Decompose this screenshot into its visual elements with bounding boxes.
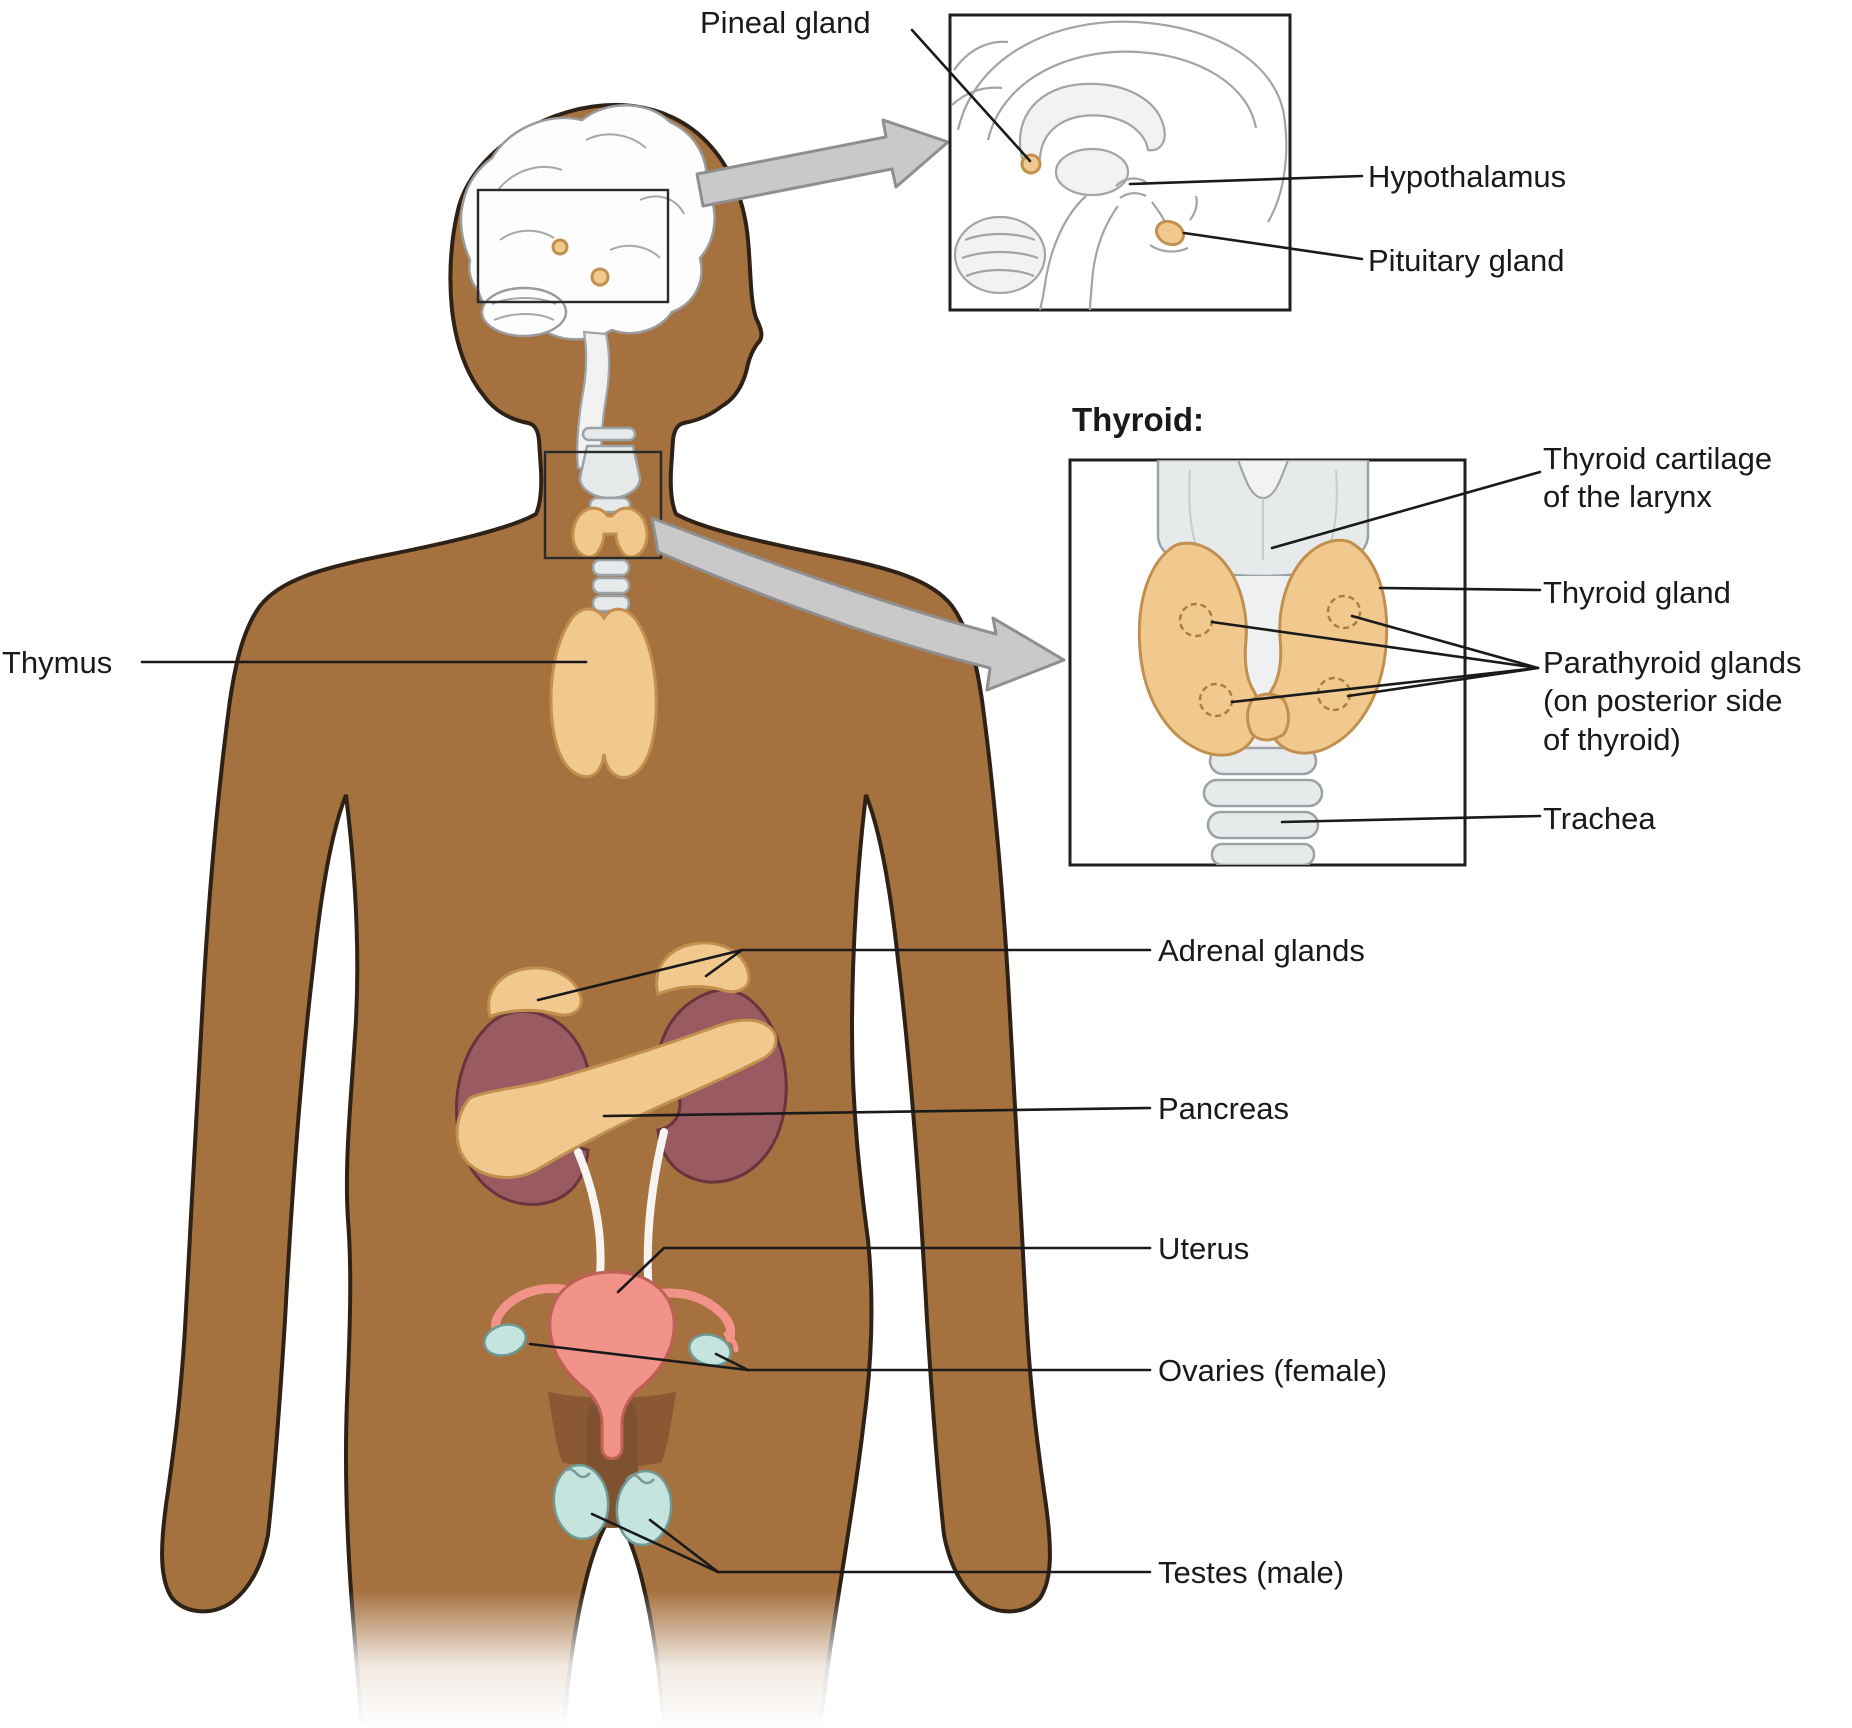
pituitary-gland-inset — [1154, 219, 1186, 247]
label-uterus: Uterus — [1158, 1231, 1250, 1266]
label-parathyroid-glands: Parathyroid glands (on posterior side of… — [1543, 645, 1802, 757]
thalamus — [1054, 147, 1130, 197]
label-thymus: Thymus — [2, 645, 113, 680]
parathyroid-lower-left — [1198, 682, 1234, 718]
label-thyroid-gland: Thyroid gland — [1543, 575, 1731, 610]
thyroid-inset — [1068, 458, 1467, 867]
thyroid-gland-small — [571, 506, 649, 559]
hyoid-bone — [581, 426, 637, 442]
brain-illustration — [459, 104, 716, 470]
label-pituitary-gland: Pituitary gland — [1368, 243, 1565, 278]
leader-pineal — [910, 28, 1032, 163]
pineal-gland-inset — [1020, 153, 1042, 175]
larynx-cartilage — [578, 444, 642, 500]
leader-adrenal-branch — [704, 948, 744, 978]
leader-trachea — [1280, 814, 1542, 824]
leader-ovaries-branch — [714, 1352, 750, 1372]
label-adrenal-glands: Adrenal glands — [1158, 933, 1365, 968]
leader-hypothalamus — [1128, 174, 1364, 186]
label-trachea: Trachea — [1543, 801, 1656, 836]
thymus-gland — [549, 607, 658, 780]
pituitary-gland-dot — [590, 267, 610, 287]
left-testis — [552, 1463, 610, 1541]
bottom-fade — [300, 1590, 880, 1728]
label-ovaries: Ovaries (female) — [1158, 1353, 1388, 1388]
label-pineal-gland: Pineal gland — [700, 5, 871, 40]
label-thyroid-cartilage: Thyroid cartilage of the larynx — [1543, 441, 1773, 515]
kidneys-adrenals-pancreas — [455, 941, 788, 1346]
parathyroid-lower-right — [1316, 676, 1352, 712]
uterus-ovaries — [483, 1270, 739, 1460]
label-hypothalamus: Hypothalamus — [1368, 159, 1567, 194]
leader-uterus — [616, 1246, 1152, 1294]
thyroid-isthmus — [1246, 692, 1290, 742]
parathyroid-upper-right — [1326, 594, 1362, 630]
corpus-callosum — [1018, 82, 1166, 160]
left-ovary — [483, 1323, 527, 1357]
leader-thyroid-gland — [1378, 586, 1542, 592]
leader-parathyroid-4 — [1346, 666, 1540, 698]
brain-inset — [948, 13, 1292, 312]
zoom-arrows — [650, 118, 1066, 692]
pineal-gland-dot — [551, 238, 569, 256]
leader-thyroid-cartilage — [1270, 470, 1542, 550]
cerebellum-shape — [480, 286, 568, 338]
thyroid-zoom-frame — [543, 450, 663, 560]
leader-parathyroid-2 — [1350, 614, 1540, 670]
leader-lines — [140, 28, 1542, 1574]
brain-zoom-frame — [476, 188, 670, 304]
label-pancreas: Pancreas — [1158, 1091, 1289, 1126]
arrow-brain-to-inset — [695, 118, 950, 208]
uterus-shape — [548, 1270, 676, 1460]
label-testes: Testes (male) — [1158, 1555, 1345, 1590]
arrow-neck-to-inset — [650, 516, 1066, 692]
leader-testes-branch — [648, 1518, 720, 1574]
leader-parathyroid-3 — [1230, 666, 1540, 704]
right-adrenal-gland — [655, 941, 751, 997]
pancreas-shape — [455, 1018, 778, 1179]
leader-parathyroid-1 — [1210, 620, 1540, 670]
leader-pituitary — [1182, 231, 1364, 261]
leader-pancreas — [602, 1106, 1152, 1118]
parathyroid-upper-left — [1178, 602, 1214, 638]
left-adrenal-gland — [487, 966, 583, 1018]
label-thyroid-heading: Thyroid: — [1072, 401, 1204, 438]
thymus-shape — [549, 607, 658, 780]
